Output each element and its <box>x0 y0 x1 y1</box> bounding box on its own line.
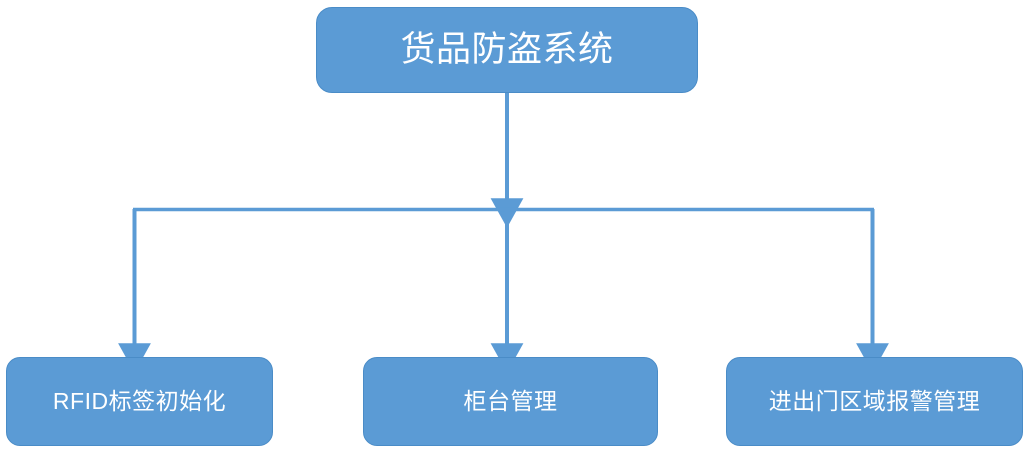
node-counter-management-label: 柜台管理 <box>463 387 558 414</box>
node-rfid-tag-init[interactable]: RFID标签初始化 <box>6 357 273 446</box>
node-rfid-tag-init-label: RFID标签初始化 <box>52 387 227 414</box>
node-root-system-label: 货品防盗系统 <box>400 29 614 69</box>
node-gate-zone-alarm-management[interactable]: 进出门区域报警管理 <box>726 357 1023 446</box>
node-counter-management[interactable]: 柜台管理 <box>363 357 658 446</box>
node-root-system[interactable]: 货品防盗系统 <box>316 7 698 93</box>
node-gate-zone-alarm-management-label: 进出门区域报警管理 <box>768 387 981 414</box>
